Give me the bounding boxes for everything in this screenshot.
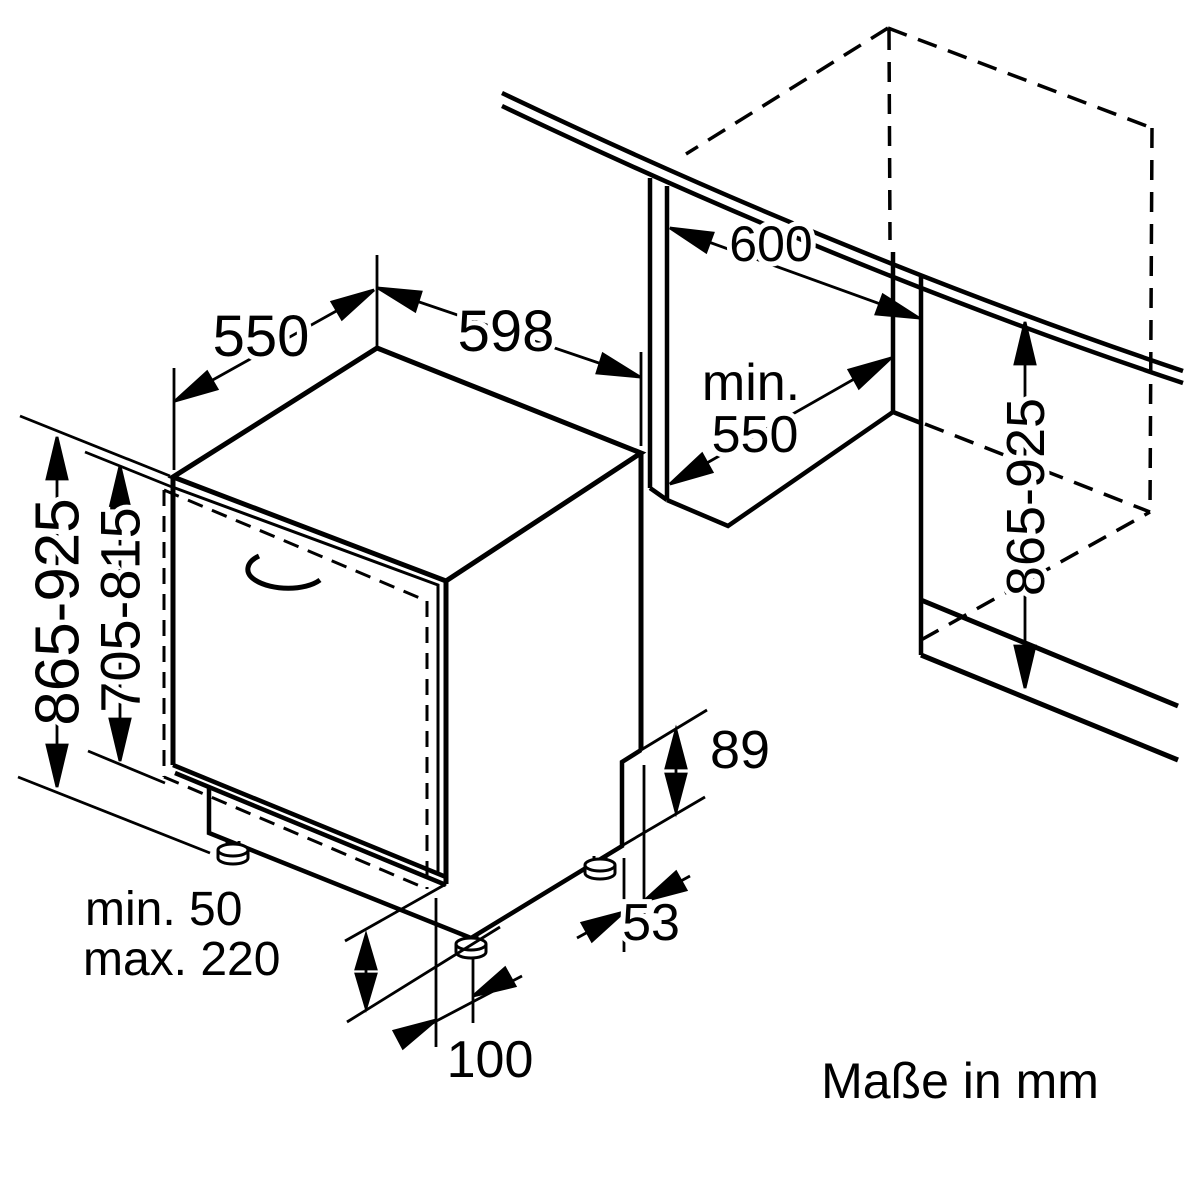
- footnote: Maße in mm: [821, 1053, 1099, 1109]
- dim-600: [669, 226, 920, 320]
- label-100: 100: [447, 1031, 534, 1089]
- dimension-lines: [17, 226, 1037, 1051]
- label-865-925-right: 865-925: [996, 398, 1056, 596]
- dim-598: [377, 286, 643, 446]
- label-89: 89: [710, 720, 770, 780]
- label-598: 598: [458, 299, 555, 364]
- niche-outline: [501, 26, 1184, 763]
- dishwasher-outline: [162, 345, 647, 941]
- label-max-220: max. 220: [83, 933, 280, 986]
- label-550-top: 550: [213, 304, 310, 369]
- dim-plinth-height: [344, 882, 501, 1024]
- dim-53: [576, 765, 691, 952]
- label-53: 53: [622, 894, 680, 952]
- label-705-815: 705-815: [89, 507, 152, 713]
- rear-right-foot: [583, 856, 617, 881]
- dim-705-815: [84, 450, 173, 785]
- dim-89: [600, 708, 708, 860]
- label-min-50: min. 50: [85, 883, 242, 936]
- dim-865-925-left: [17, 414, 211, 855]
- front-left-foot: [216, 841, 250, 866]
- label-600: 600: [729, 216, 812, 272]
- worktop-edge-top: [501, 90, 1184, 374]
- dimension-labels: 550 598 865-925 705-815 min. 50 max. 220…: [19, 211, 1104, 1114]
- dim-100: [391, 898, 523, 1051]
- dim-550-top: [172, 255, 379, 470]
- label-865-925-left: 865-925: [24, 498, 93, 726]
- worktop-edge-bottom: [501, 103, 1184, 386]
- label-niche-550: 550: [712, 406, 799, 464]
- label-niche-min: min.: [702, 354, 800, 412]
- dim-niche-depth: [669, 356, 892, 486]
- dim-865-925-right: [1013, 321, 1037, 689]
